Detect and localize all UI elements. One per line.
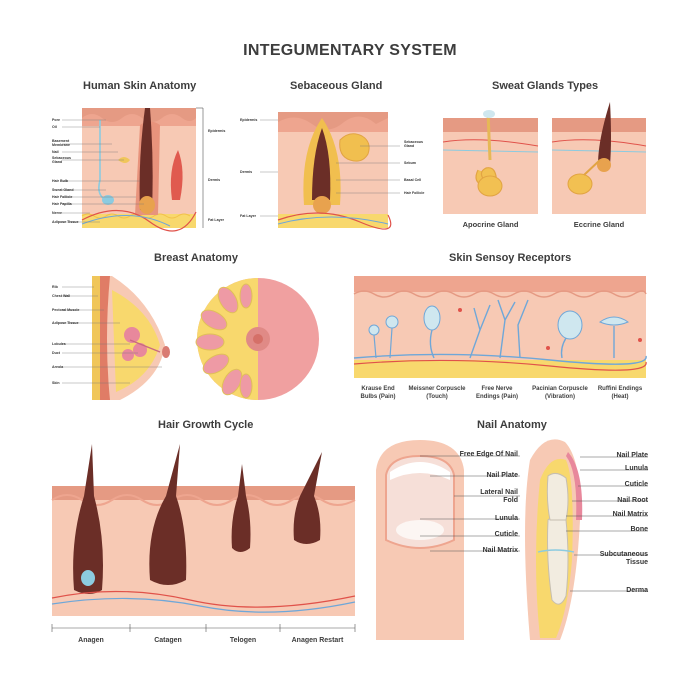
nail-label-side-nail-plate: Nail Plate: [616, 452, 648, 459]
stage-anagen: Anagen: [78, 637, 104, 644]
nail-label-side-nail-matrix: Nail Matrix: [612, 511, 648, 518]
seb-label-hair-follicle: Hair Follicle: [404, 191, 425, 195]
skin-label-dermis: Dermis: [208, 178, 221, 182]
skin-label-adipose-tissue: Adipose Tissue: [52, 220, 79, 224]
breast-anatomy-title: Breast Anatomy: [154, 252, 238, 264]
skin-label-hair-follicle: Hair Follicle: [52, 195, 73, 199]
seb-label-dermis: Dermis: [240, 170, 253, 174]
breast-label-areola: Areola: [52, 365, 64, 369]
stage-catagen: Catagen: [154, 637, 182, 644]
skin-label-oil: Oil: [52, 125, 57, 129]
seb-label-epidermis: Epidermis: [240, 118, 258, 122]
breast-label-duct: Duct: [52, 351, 60, 355]
caption-eccrine-gland: Eccrine Gland: [573, 220, 625, 229]
human-skin-anatomy-illustration: [81, 107, 204, 232]
caption-meissner-corpuscle: Meissner Corpuscle(Touch): [408, 386, 466, 400]
breast-label-skin: Skin: [52, 381, 60, 385]
skin-label-hair-papilla: Hair Papilla: [52, 202, 72, 206]
nail-label-free-edge: Free Edge Of Nail: [459, 451, 518, 458]
nail-label-bone: Bone: [630, 526, 649, 533]
nail-label-derma: Derma: [626, 587, 648, 594]
seb-label-sebaceous-gland: Sebaceous Gland: [404, 140, 423, 148]
nail-label-side-lunula: Lunula: [625, 465, 648, 472]
caption-pacinian-corpuscle: Pacinian Corpuscle(Vibration): [532, 386, 588, 400]
sebaceous-gland-illustration: [277, 112, 392, 230]
breast-label-lobules: Lobules: [52, 342, 66, 346]
breast-label-chest-wall: Chest Wall: [52, 294, 71, 298]
skin-label-hair-bulb: Hair Bulb: [52, 179, 68, 183]
nail-label-side-cuticle: Cuticle: [624, 481, 648, 488]
nail-label-nail-matrix: Nail Matrix: [482, 547, 518, 554]
sweat-glands-title: Sweat Glands Types: [492, 80, 599, 92]
seb-label-basal-cell: Basal Cell: [404, 178, 422, 182]
nail-label-nail-plate: Nail Plate: [486, 472, 518, 479]
skin-label-epidermis: Epidermis: [208, 129, 226, 133]
sweat-glands-illustration: [442, 102, 647, 214]
nail-label-cuticle: Cuticle: [494, 531, 518, 538]
breast-label-rib: Rib: [52, 285, 58, 289]
caption-apocrine-gland: Apocrine Gland: [462, 220, 519, 229]
skin-label-nerve: Nerve: [52, 211, 62, 215]
page-title: INTEGUMENTARY SYSTEM: [243, 42, 457, 59]
skin-label-pore: Pore: [52, 118, 60, 122]
small-leader-lines: [62, 119, 400, 384]
skin-label-fat-layer: Fat Layer: [208, 218, 224, 222]
hair-growth-illustration: [51, 444, 356, 632]
breast-label-pectoral-muscle: Pectoral Muscle: [52, 308, 80, 312]
stage-telogen: Telogen: [229, 637, 257, 644]
sensory-receptors-illustration: [353, 276, 647, 378]
hair-growth-title: Hair Growth Cycle: [158, 419, 254, 431]
skin-label-sweat-gland: Sweat Gland: [52, 188, 74, 192]
nail-anatomy-title: Nail Anatomy: [477, 419, 547, 431]
sebaceous-gland-title: Sebaceous Gland: [290, 80, 383, 92]
nail-label-lunula: Lunula: [495, 515, 518, 522]
skin-anatomy-title: Human Skin Anatomy: [83, 80, 197, 92]
nail-leader-lines: [420, 455, 648, 592]
breast-label-adipose-tissue: Adipose Tissue: [52, 321, 79, 325]
breast-anatomy-illustration: [92, 276, 319, 400]
seb-label-fat-layer: Fat Layer: [240, 214, 256, 218]
skin-label-sebaceous-gland: Sebaceous Gland: [52, 156, 71, 164]
skin-label-basement-membrane: Basement Membrane: [52, 139, 70, 147]
sensory-receptors-title: Skin Sensoy Receptors: [449, 252, 572, 264]
seb-label-sebum: Sebum: [404, 161, 416, 165]
skin-label-nail: Nail: [52, 150, 59, 154]
nail-label-nail-root: Nail Root: [617, 497, 648, 504]
nail-anatomy-illustration: [376, 439, 583, 640]
stage-anagen-restart: Anagen Restart: [291, 637, 344, 644]
caption-ruffini-endings: Ruffini Endings(Heat): [597, 386, 643, 400]
